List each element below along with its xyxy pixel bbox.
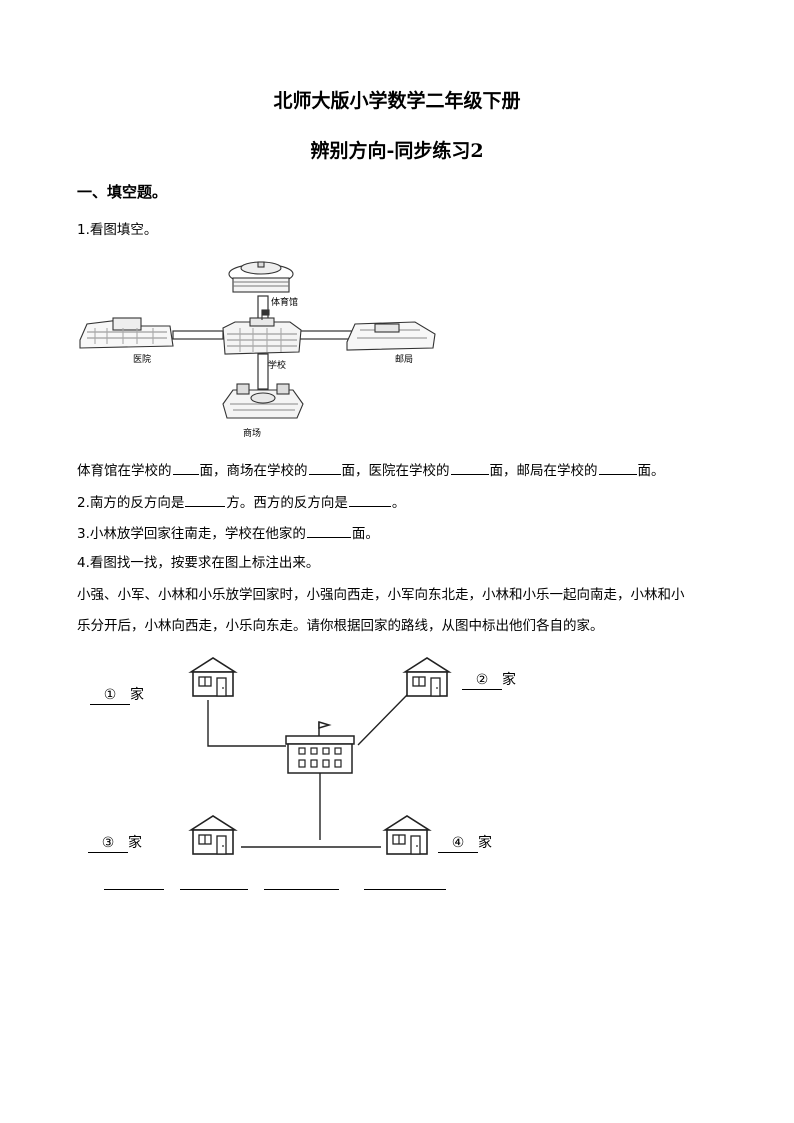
house-2-number: ②	[462, 671, 502, 690]
q4-route-figure	[190, 657, 450, 855]
answer-line-1[interactable]	[104, 889, 164, 890]
q4-line-1: 小强、小军、小林和小乐放学回家时，小强向西走，小军向东北走，小林和小乐一起向南走…	[77, 587, 685, 603]
q1-prompt: 1.看图填空。	[77, 222, 158, 238]
answer-blank-hospital[interactable]	[450, 460, 489, 475]
q2-text-2: 方。西方的反方向是	[226, 495, 348, 511]
page-title: 北师大版小学数学二年级下册	[273, 90, 521, 112]
label-school: 学校	[268, 359, 286, 371]
house-3-number: ③	[88, 834, 128, 853]
q1-text-1: 体育馆在学校的	[77, 463, 172, 479]
answer-blank-west-opposite[interactable]	[348, 492, 391, 507]
answer-line-4[interactable]	[364, 889, 446, 890]
q4-prompt: 4.看图找一找，按要求在图上标注出来。	[77, 555, 320, 571]
q3-text-2: 面。	[351, 526, 379, 542]
gym-building	[228, 261, 294, 293]
page-subtitle: 辨别方向-同步练习2	[310, 140, 484, 162]
answer-blank-gym[interactable]	[172, 460, 199, 475]
answer-blank-post-office[interactable]	[598, 460, 637, 475]
house-1-icon	[190, 657, 236, 697]
q1-text-2: 面，商场在学校的	[199, 463, 308, 479]
house-2-suffix: 家	[502, 672, 516, 688]
q4-line-2: 乐分开后，小林向西走，小乐向东走。请你根据回家的路线，从图中标出他们各自的家。	[77, 618, 604, 634]
q1-text-5: 面。	[637, 463, 665, 479]
q3-text-1: 3.小林放学回家往南走，学校在他家的	[77, 526, 306, 542]
mall-building	[222, 383, 304, 419]
house-3-icon	[190, 815, 236, 855]
house-4-icon	[384, 815, 430, 855]
answer-line-2[interactable]	[180, 889, 248, 890]
hospital-building	[79, 317, 174, 349]
answer-blank-south-opposite[interactable]	[185, 492, 226, 507]
house-1-suffix: 家	[130, 687, 144, 703]
answer-blank-mall[interactable]	[308, 460, 341, 475]
route-lines	[207, 694, 408, 848]
q3-sentence: 3.小林放学回家往南走，学校在他家的 面。	[77, 523, 379, 543]
q1-map-figure: 体育馆 医院 学校 邮局 商场	[79, 261, 436, 439]
house-2-icon	[404, 657, 450, 697]
q1-text-3: 面，医院在学校的	[341, 463, 450, 479]
q1-text-4: 面，邮局在学校的	[489, 463, 598, 479]
house-4-number: ④	[438, 834, 478, 853]
q2-text-1: 2.南方的反方向是	[77, 495, 185, 511]
label-hospital: 医院	[133, 353, 151, 365]
label-mall: 商场	[243, 427, 261, 439]
house-3-suffix: 家	[128, 835, 142, 851]
q2-text-3: 。	[391, 495, 406, 511]
answer-line-3[interactable]	[264, 889, 339, 890]
school-building	[222, 309, 302, 355]
label-gym: 体育馆	[271, 296, 298, 308]
q1-sentence: 体育馆在学校的 面，商场在学校的 面，医院在学校的 面，邮局在学校的 面。	[77, 460, 665, 480]
section-heading: 一、填空题。	[77, 183, 168, 201]
house-4-suffix: 家	[478, 835, 492, 851]
answer-blank-school-direction[interactable]	[306, 523, 351, 538]
school-building	[285, 720, 355, 774]
house-1-number: ①	[90, 686, 130, 705]
q2-sentence: 2.南方的反方向是 方。西方的反方向是 。	[77, 492, 405, 512]
post-office-building	[346, 321, 436, 351]
label-post-office: 邮局	[395, 353, 413, 365]
